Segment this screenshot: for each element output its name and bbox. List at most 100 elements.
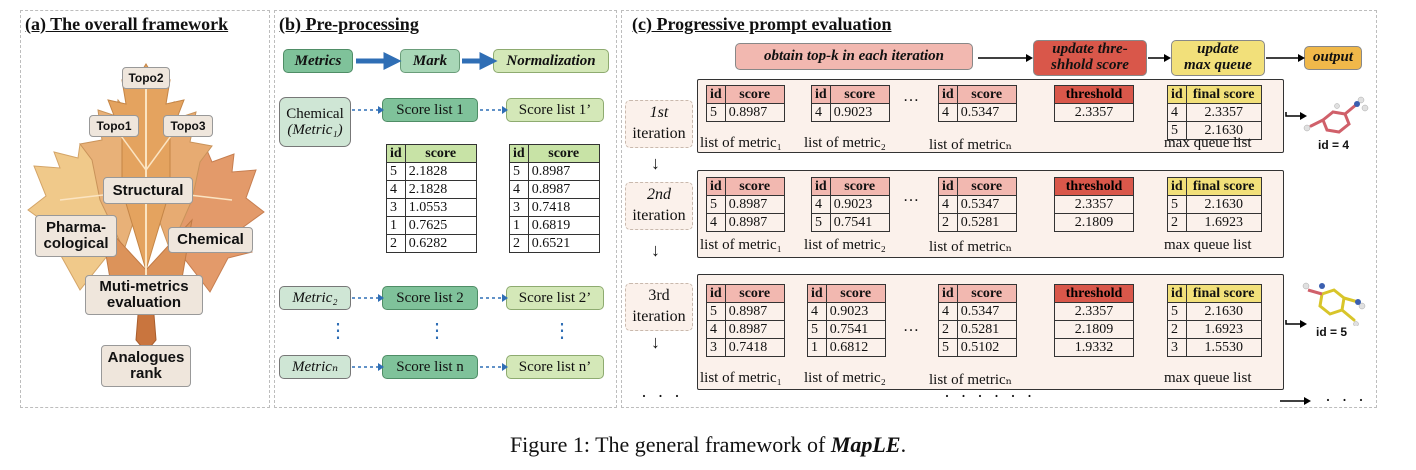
table-cell: 2	[386, 234, 406, 253]
table-cell: 2.1828	[404, 162, 477, 181]
table-header-cell: score	[956, 284, 1017, 303]
step-arrows	[356, 51, 498, 71]
header-id: id	[386, 144, 406, 163]
max-queue-label: max queue list	[1164, 370, 1252, 386]
chemical-metric-label: Chemical	[286, 105, 344, 122]
table-cell: 4	[938, 195, 958, 214]
list-label: list of metric₂	[804, 237, 886, 253]
table-header-cell: id	[811, 177, 831, 196]
header-id: id	[509, 144, 529, 163]
pharmacological-label: Pharma- cological	[35, 215, 117, 257]
flow-output: output	[1304, 46, 1362, 70]
table-cell: 1	[807, 338, 827, 357]
max-queue-label: max queue list	[1164, 237, 1252, 253]
table-cell: 2.1630	[1185, 302, 1262, 321]
flow-update-max-queue: update max queue	[1171, 40, 1265, 76]
panel-overall-framework	[20, 10, 270, 408]
table-header-cell: id	[706, 85, 726, 104]
list-label: list of metric₂	[804, 370, 886, 386]
list-label: list of metric₁	[700, 135, 782, 151]
table-header-cell: final score	[1185, 85, 1262, 104]
table-cell: 5	[706, 103, 726, 122]
table-cell: 0.8987	[724, 103, 785, 122]
metricn-box: Metricₙ	[279, 355, 351, 379]
table-cell: 0.7625	[404, 216, 477, 235]
table-cell: 1.9332	[1054, 338, 1134, 357]
iter2-threshold-table: threshold 2.3357 2.1809	[1054, 177, 1134, 232]
table-cell: 3	[1167, 338, 1187, 357]
table-cell: 1	[386, 216, 406, 235]
table-cell: 4	[509, 180, 529, 199]
table-cell: 2	[1167, 320, 1187, 339]
panel-a-title: (a) The overall framework	[25, 14, 229, 34]
table-cell: 0.9023	[829, 195, 890, 214]
iter1-threshold-table: threshold 2.3357	[1054, 85, 1134, 122]
table-cell: 5	[807, 320, 827, 339]
topo1-label: Topo1	[89, 115, 139, 137]
topo3-label: Topo3	[163, 115, 213, 137]
caption-name: MapLE	[830, 432, 901, 457]
table-header-cell: score	[829, 177, 890, 196]
down-arrow: ↓	[651, 240, 660, 260]
table-cell: 2.3357	[1054, 195, 1134, 214]
table-cell: 5	[1167, 302, 1187, 321]
table-cell: 0.8987	[724, 320, 785, 339]
table-cell: 1.0553	[404, 198, 477, 217]
list-label: list of metric₂	[804, 135, 886, 151]
chemical-metric-box: Chemical (Metric₁)	[279, 97, 351, 147]
iter3-threshold-table: threshold 2.3357 2.1809 1.9332	[1054, 284, 1134, 357]
table-cell: 0.5347	[956, 195, 1017, 214]
table-header-cell: id	[1167, 284, 1187, 303]
table-cell: 0.8987	[724, 302, 785, 321]
score-list-n-normalized: Score list n’	[506, 355, 604, 379]
bottom-dots-left: · · ·	[641, 386, 683, 406]
id4-label: id = 4	[1318, 138, 1350, 152]
table-cell: 0.6282	[404, 234, 477, 253]
table-cell: 0.6812	[825, 338, 886, 357]
table-cell: 0.8987	[527, 180, 600, 199]
header-score: score	[527, 144, 600, 163]
table-header-cell: threshold	[1054, 177, 1134, 196]
muti-metrics-label: Muti-metrics evaluation	[85, 275, 203, 315]
table-cell: 2	[1167, 213, 1187, 232]
header-score: score	[404, 144, 477, 163]
table-cell: 0.9023	[825, 302, 886, 321]
table-header-cell: id	[938, 177, 958, 196]
table-header-cell: score	[829, 85, 890, 104]
table-header-cell: threshold	[1054, 284, 1134, 303]
molecule-icon	[1302, 282, 1366, 326]
table-header-cell: id	[938, 284, 958, 303]
table-cell: 2.1809	[1054, 213, 1134, 232]
analogues-rank-label: Analogues rank	[101, 345, 191, 387]
normalization-step: Normalization	[493, 49, 609, 73]
table-cell: 5	[938, 338, 958, 357]
table-cell: 5	[386, 162, 406, 181]
table-cell: 0.7541	[829, 213, 890, 232]
table-cell: 4	[706, 213, 726, 232]
table-cell: 1.5530	[1185, 338, 1262, 357]
table-header-cell: id	[1167, 85, 1187, 104]
down-arrow: ↓	[651, 153, 660, 173]
table-cell: 2.1630	[1185, 195, 1262, 214]
table-cell: 0.5102	[956, 338, 1017, 357]
